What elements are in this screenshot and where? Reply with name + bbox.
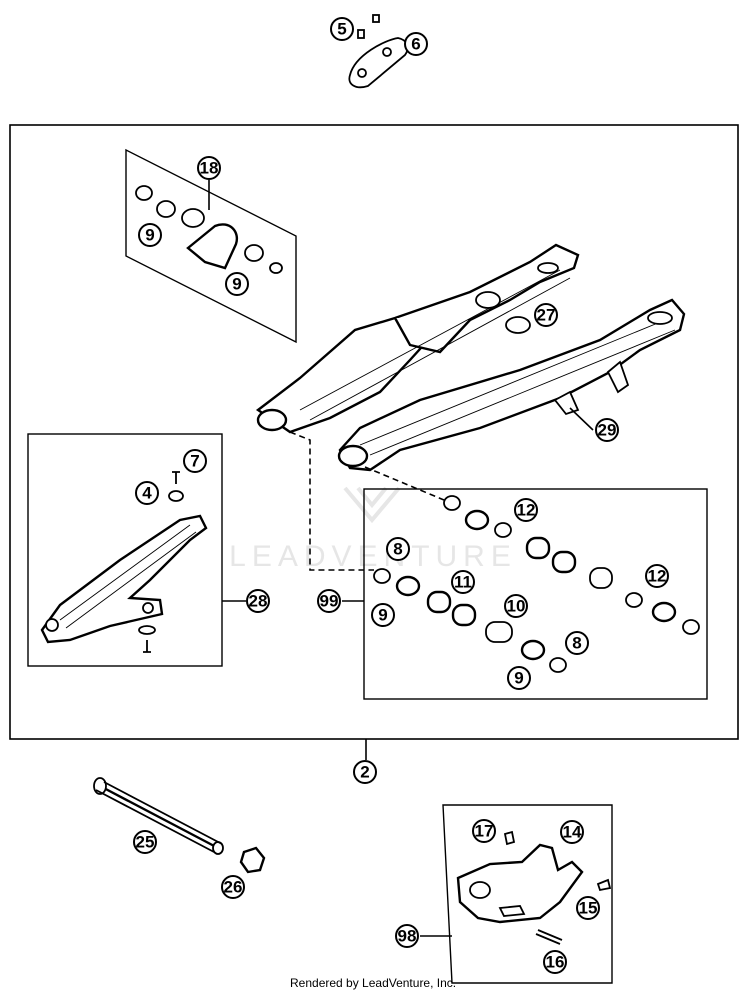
callout-6[interactable]: 6: [404, 32, 428, 56]
svg-text:9: 9: [145, 226, 154, 245]
callout-25[interactable]: 25: [133, 830, 157, 854]
callout-15[interactable]: 15: [576, 896, 600, 920]
svg-text:7: 7: [190, 452, 199, 471]
part-27-pad: [505, 316, 531, 334]
svg-text:12: 12: [517, 501, 536, 520]
callout-27[interactable]: 27: [534, 303, 558, 327]
svg-text:14: 14: [563, 823, 582, 842]
callout-5[interactable]: 5: [330, 17, 354, 41]
callout-17[interactable]: 17: [472, 819, 496, 843]
callout-11[interactable]: 11: [451, 570, 475, 594]
callout-9[interactable]: 9: [371, 603, 395, 627]
svg-text:12: 12: [648, 567, 667, 586]
swingarm-group-frame: [9, 124, 739, 740]
callout-98[interactable]: 98: [395, 924, 419, 948]
watermark-text: LEADVENTURE: [229, 540, 517, 573]
svg-text:2: 2: [360, 763, 369, 782]
svg-text:8: 8: [393, 540, 402, 559]
svg-text:27: 27: [537, 306, 556, 325]
credit-text: Rendered by LeadVenture, Inc.: [290, 976, 456, 990]
callout-29[interactable]: 29: [595, 418, 619, 442]
svg-text:17: 17: [475, 822, 494, 841]
callout-99[interactable]: 99: [317, 589, 341, 613]
pivot-axle: [93, 777, 224, 855]
chain-guide-clamp: [348, 14, 409, 89]
svg-text:29: 29: [598, 421, 617, 440]
svg-text:9: 9: [232, 275, 241, 294]
chain-slider: [40, 471, 208, 653]
callout-8[interactable]: 8: [386, 537, 410, 561]
callout-9[interactable]: 9: [138, 223, 162, 247]
svg-text:98: 98: [398, 927, 417, 946]
pivot-parts: [373, 495, 700, 673]
callout-9[interactable]: 9: [225, 272, 249, 296]
svg-text:6: 6: [411, 35, 420, 54]
callout-28[interactable]: 28: [246, 589, 270, 613]
callout-18[interactable]: 18: [197, 156, 221, 180]
svg-text:5: 5: [337, 20, 346, 39]
svg-text:10: 10: [507, 597, 526, 616]
pivot-parts-box: [363, 488, 708, 700]
callouts: 5 6 18 9 9 27 29 7 4 28 12 8 99 11 9 10 …: [133, 17, 669, 974]
svg-text:9: 9: [514, 669, 523, 688]
svg-text:11: 11: [454, 573, 472, 592]
svg-text:15: 15: [579, 899, 598, 918]
chain-guide: [456, 830, 612, 945]
leader-lines: [208, 180, 594, 937]
svg-text:28: 28: [249, 592, 268, 611]
svg-text:8: 8: [572, 634, 581, 653]
pivot-nut: [239, 846, 266, 874]
callout-7[interactable]: 7: [183, 449, 207, 473]
callout-12[interactable]: 12: [645, 564, 669, 588]
svg-text:9: 9: [378, 606, 387, 625]
callout-8[interactable]: 8: [565, 631, 589, 655]
callout-2[interactable]: 2: [353, 760, 377, 784]
bearing-kit-box: [125, 148, 297, 344]
svg-text:16: 16: [546, 953, 565, 972]
svg-text:4: 4: [142, 484, 152, 503]
callout-10[interactable]: 10: [504, 594, 528, 618]
callout-26[interactable]: 26: [221, 875, 245, 899]
callout-14[interactable]: 14: [560, 820, 584, 844]
callout-12[interactable]: 12: [514, 498, 538, 522]
callout-9[interactable]: 9: [507, 666, 531, 690]
callout-16[interactable]: 16: [543, 950, 567, 974]
chain-guide-box: [442, 804, 613, 984]
bearing-kit-parts: [135, 185, 283, 274]
svg-text:25: 25: [136, 833, 155, 852]
watermark: LEADVENTURE: [229, 486, 517, 573]
callout-4[interactable]: 4: [135, 481, 159, 505]
swingarm: [255, 243, 686, 472]
svg-text:99: 99: [320, 592, 339, 611]
svg-text:26: 26: [224, 878, 243, 897]
chain-slider-box: [27, 433, 223, 667]
svg-text:18: 18: [200, 159, 219, 178]
